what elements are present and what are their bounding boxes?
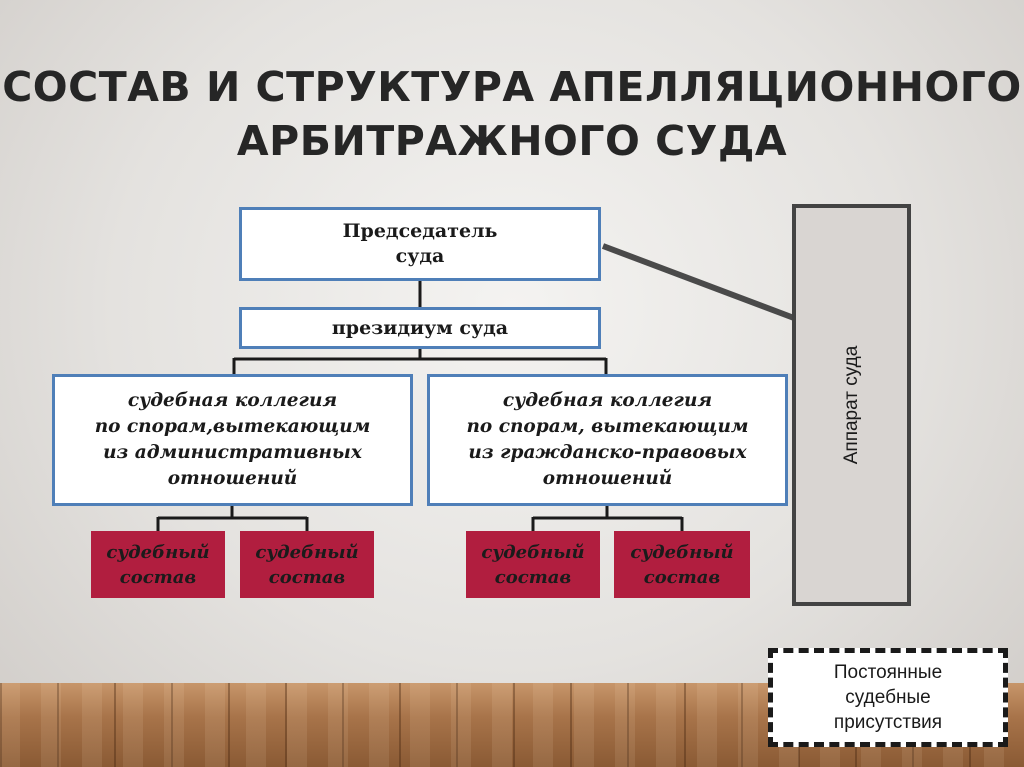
college-administrative-box: судебная коллегия по спорам,вытекающим и…: [52, 374, 413, 506]
college-right-line-2: по спорам, вытекающим: [466, 416, 749, 437]
permanent-line-2: судебные: [845, 687, 931, 708]
presidium-label: президиум суда: [331, 317, 509, 339]
court-apparatus-box: Аппарат суда: [792, 204, 911, 606]
panel-2-line-2: состав: [268, 566, 346, 588]
panel-4-line-2: состав: [643, 566, 721, 588]
judicial-panel-3: судебный состав: [466, 531, 600, 598]
chairman-line-1: Председатель: [342, 220, 498, 242]
court-apparatus-label: Аппарат суда: [840, 345, 862, 465]
slide-title: СОСТАВ И СТРУКТУРА АПЕЛЛЯЦИОННОГО АРБИТР…: [0, 60, 1024, 168]
panel-2-line-1: судебный: [255, 541, 359, 563]
panel-4-line-1: судебный: [630, 541, 734, 563]
chairman-box: Председатель суда: [239, 207, 601, 281]
judicial-panel-2: судебный состав: [240, 531, 374, 598]
college-left-line-1: судебная коллегия: [127, 390, 338, 411]
title-line-1: СОСТАВ И СТРУКТУРА АПЕЛЛЯЦИОННОГО: [2, 63, 1022, 111]
panel-1-line-1: судебный: [106, 541, 210, 563]
permanent-line-3: присутствия: [833, 712, 943, 733]
panel-1-line-2: состав: [119, 566, 197, 588]
college-left-line-3: из административных: [103, 442, 362, 463]
panel-3-line-1: судебный: [481, 541, 585, 563]
college-left-line-4: отношений: [167, 468, 298, 489]
college-right-line-4: отношений: [542, 468, 673, 489]
college-right-line-3: из гражданско-правовых: [468, 442, 747, 463]
permanent-line-1: Постоянные: [833, 662, 943, 683]
judicial-panel-1: судебный состав: [91, 531, 225, 598]
chair-to-apparatus-line: [601, 243, 796, 321]
chairman-line-2: суда: [395, 245, 445, 267]
presidium-box: президиум суда: [239, 307, 601, 349]
judicial-panel-4: судебный состав: [614, 531, 750, 598]
college-civil-box: судебная коллегия по спорам, вытекающим …: [427, 374, 788, 506]
college-right-line-1: судебная коллегия: [502, 390, 713, 411]
college-left-line-2: по спорам,вытекающим: [94, 416, 371, 437]
title-line-2: АРБИТРАЖНОГО СУДА: [236, 117, 788, 165]
panel-3-line-2: состав: [494, 566, 572, 588]
permanent-presence-box: Постоянные судебные присутствия: [768, 648, 1008, 747]
